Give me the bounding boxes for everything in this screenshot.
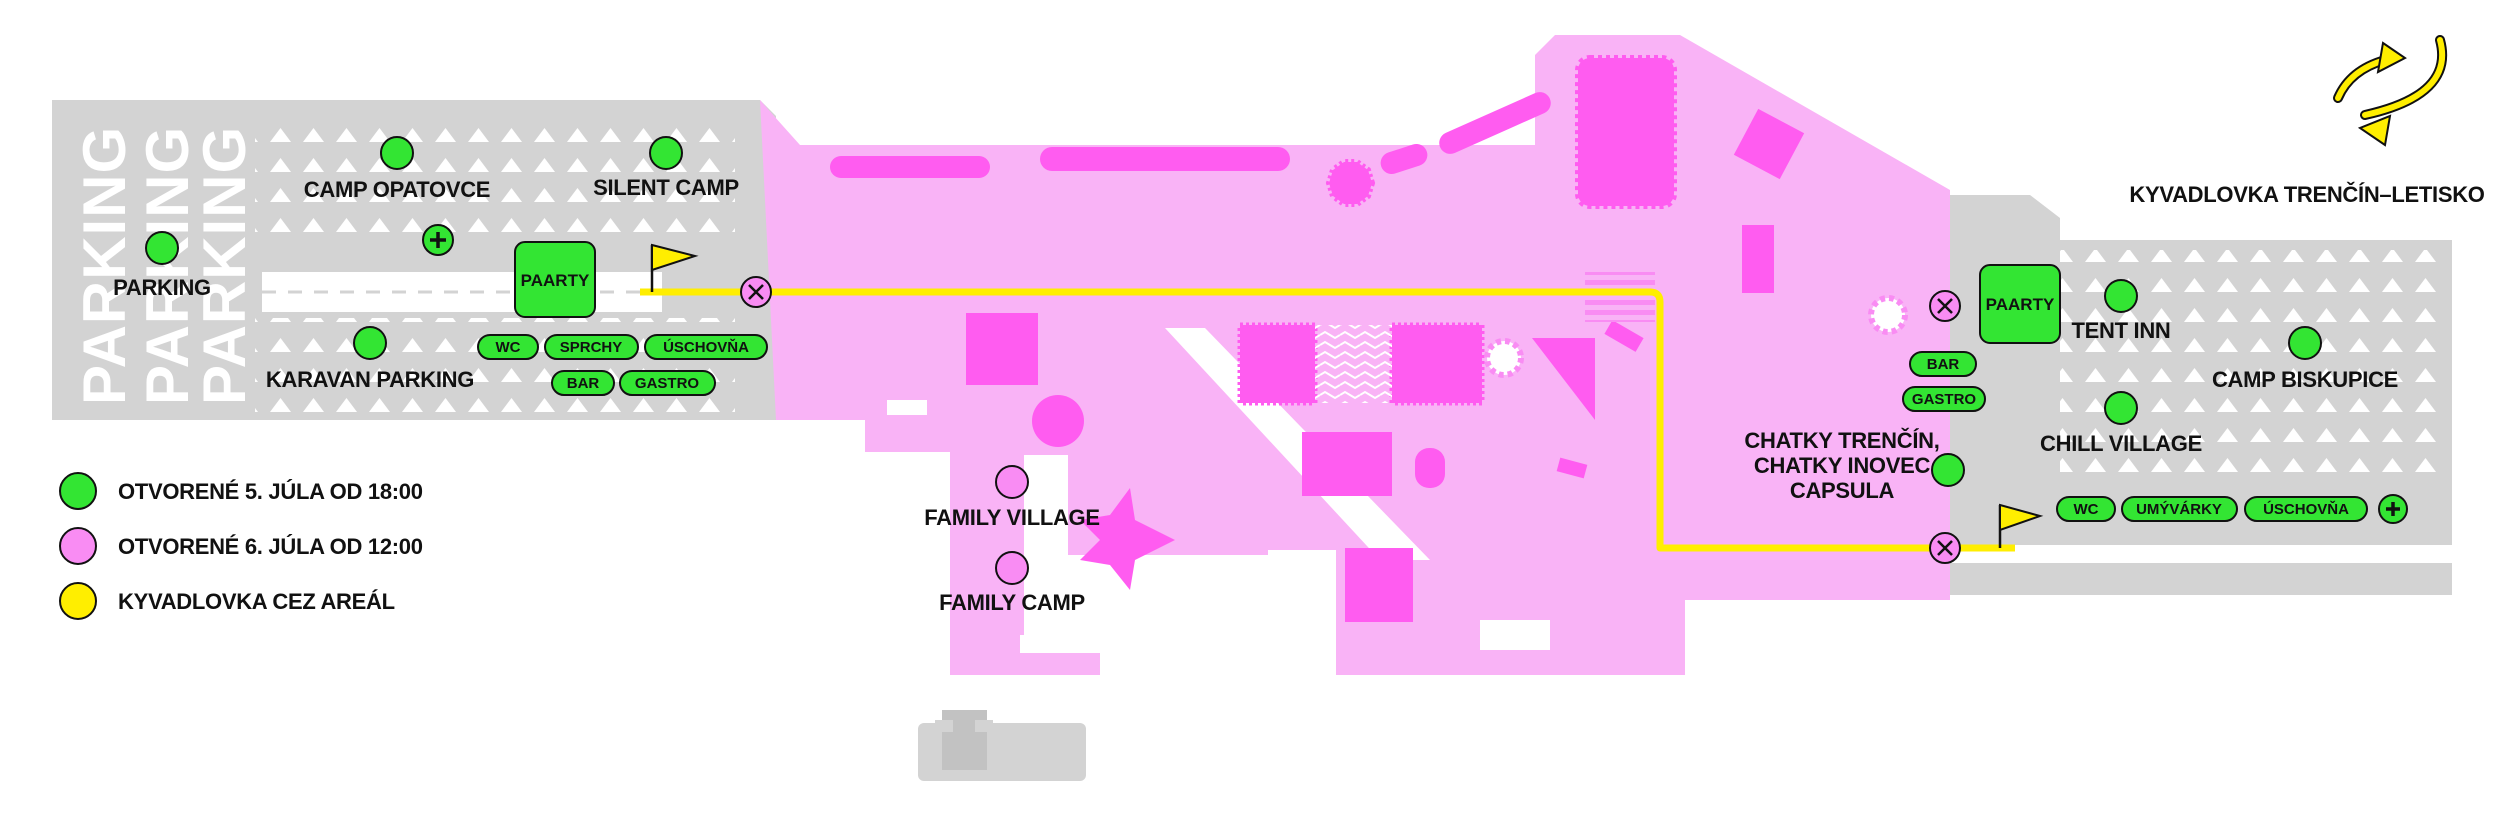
label-family-camp: FAMILY CAMP	[939, 590, 1085, 615]
legend-label: KYVADLOVKA CEZ AREÁL	[118, 589, 395, 614]
label-chatky-line-2: CHATKY INOVEC	[1754, 453, 1931, 478]
point-family-camp[interactable]	[995, 551, 1029, 585]
festival-area	[760, 35, 1950, 675]
first-aid-plus-icon[interactable]	[422, 224, 454, 256]
pill-uschovna-east[interactable]: ÚSCHOVŇA	[2244, 496, 2368, 522]
shuttle-route	[640, 288, 2015, 552]
legend-label: OTVORENÉ 6. JÚLA OD 12:00	[118, 534, 423, 559]
pill-label: ÚSCHOVŇA	[663, 338, 749, 356]
parking-text-2: PARKING	[134, 126, 201, 405]
label-tent-inn: TENT INN	[2071, 318, 2170, 343]
pill-label: ÚSCHOVŇA	[2263, 500, 2349, 518]
party-badge-east[interactable]: PAARTY	[1979, 264, 2061, 344]
legend: OTVORENÉ 5. JÚLA OD 18:00 OTVORENÉ 6. JÚ…	[59, 472, 423, 620]
pill-sprchy[interactable]: SPRCHY	[544, 334, 639, 360]
party-badge-west[interactable]: PAARTY	[514, 241, 596, 318]
pill-label: WC	[2074, 501, 2099, 518]
pill-label: BAR	[1927, 356, 1960, 373]
label-chill-village: CHILL VILLAGE	[2040, 431, 2202, 456]
parking-text-block: PARKING PARKING PARKING	[71, 126, 258, 405]
point-camp-biskupice[interactable]	[2288, 326, 2322, 360]
pill-bar-west[interactable]: BAR	[551, 370, 615, 396]
label-parking: PARKING	[113, 275, 211, 300]
pill-wc-east[interactable]: WC	[2056, 496, 2116, 522]
first-aid-plus-icon[interactable]	[2378, 494, 2408, 524]
party-badge-label: PAARTY	[521, 271, 590, 290]
legend-label: OTVORENÉ 5. JÚLA OD 18:00	[118, 479, 423, 504]
flag-icon	[650, 243, 699, 292]
point-silent-camp[interactable]	[649, 136, 683, 170]
legend-item-pink: OTVORENÉ 6. JÚLA OD 12:00	[59, 527, 423, 565]
point-chill-village[interactable]	[2104, 391, 2138, 425]
label-shuttle-destination: KYVADLOVKA TRENČÍN–LETISKO	[2129, 182, 2484, 207]
point-family-village[interactable]	[995, 465, 1029, 499]
legend-item-green: OTVORENÉ 5. JÚLA OD 18:00	[59, 472, 423, 510]
parking-text-1: PARKING	[71, 126, 138, 405]
pill-label: BAR	[567, 375, 600, 392]
pill-label: SPRCHY	[560, 339, 623, 356]
point-chatky[interactable]	[1931, 453, 1965, 487]
flag-icon	[1998, 503, 2044, 548]
pill-label: WC	[496, 339, 521, 356]
pill-umyvarky[interactable]: UMÝVÁRKY	[2121, 496, 2238, 522]
point-tent-inn[interactable]	[2104, 279, 2138, 313]
south-gray-building	[918, 710, 1086, 781]
pink-location-points	[995, 465, 1029, 585]
party-badge-label: PAARTY	[1986, 295, 2055, 314]
pill-label: GASTRO	[1912, 391, 1977, 408]
point-camp-opatovce[interactable]	[380, 136, 414, 170]
label-silent-camp: SILENT CAMP	[593, 175, 739, 200]
pill-wc-west[interactable]: WC	[477, 334, 539, 360]
shuttle-stop-x-icon[interactable]	[740, 276, 772, 308]
pill-uschovna-west[interactable]: ÚSCHOVŇA	[644, 334, 768, 360]
label-karavan-parking: KARAVAN PARKING	[266, 367, 474, 392]
label-chatky-line-1: CHATKY TRENČÍN,	[1744, 428, 1939, 453]
pill-label: UMÝVÁRKY	[2136, 500, 2222, 518]
green-location-points	[145, 136, 2322, 487]
label-camp-biskupice: CAMP BISKUPICE	[2212, 367, 2398, 392]
label-chatky-line-3: CAPSULA	[1790, 478, 1895, 503]
point-parking[interactable]	[145, 231, 179, 265]
pill-gastro-west[interactable]: GASTRO	[619, 370, 716, 396]
label-family-village: FAMILY VILLAGE	[924, 505, 1100, 530]
label-camp-opatovce: CAMP OPATOVCE	[304, 177, 490, 202]
shuttle-direction-arrows-icon	[2333, 35, 2448, 147]
pill-label: GASTRO	[635, 375, 700, 392]
shuttle-stop-x-icon[interactable]	[1929, 290, 1961, 322]
pill-gastro-east[interactable]: GASTRO	[1902, 386, 1986, 412]
shuttle-stop-x-icon[interactable]	[1929, 532, 1961, 564]
pill-bar-east[interactable]: BAR	[1909, 351, 1977, 377]
parking-text-3: PARKING	[191, 126, 258, 405]
legend-item-yellow: KYVADLOVKA CEZ AREÁL	[59, 582, 395, 620]
point-karavan-parking[interactable]	[353, 326, 387, 360]
